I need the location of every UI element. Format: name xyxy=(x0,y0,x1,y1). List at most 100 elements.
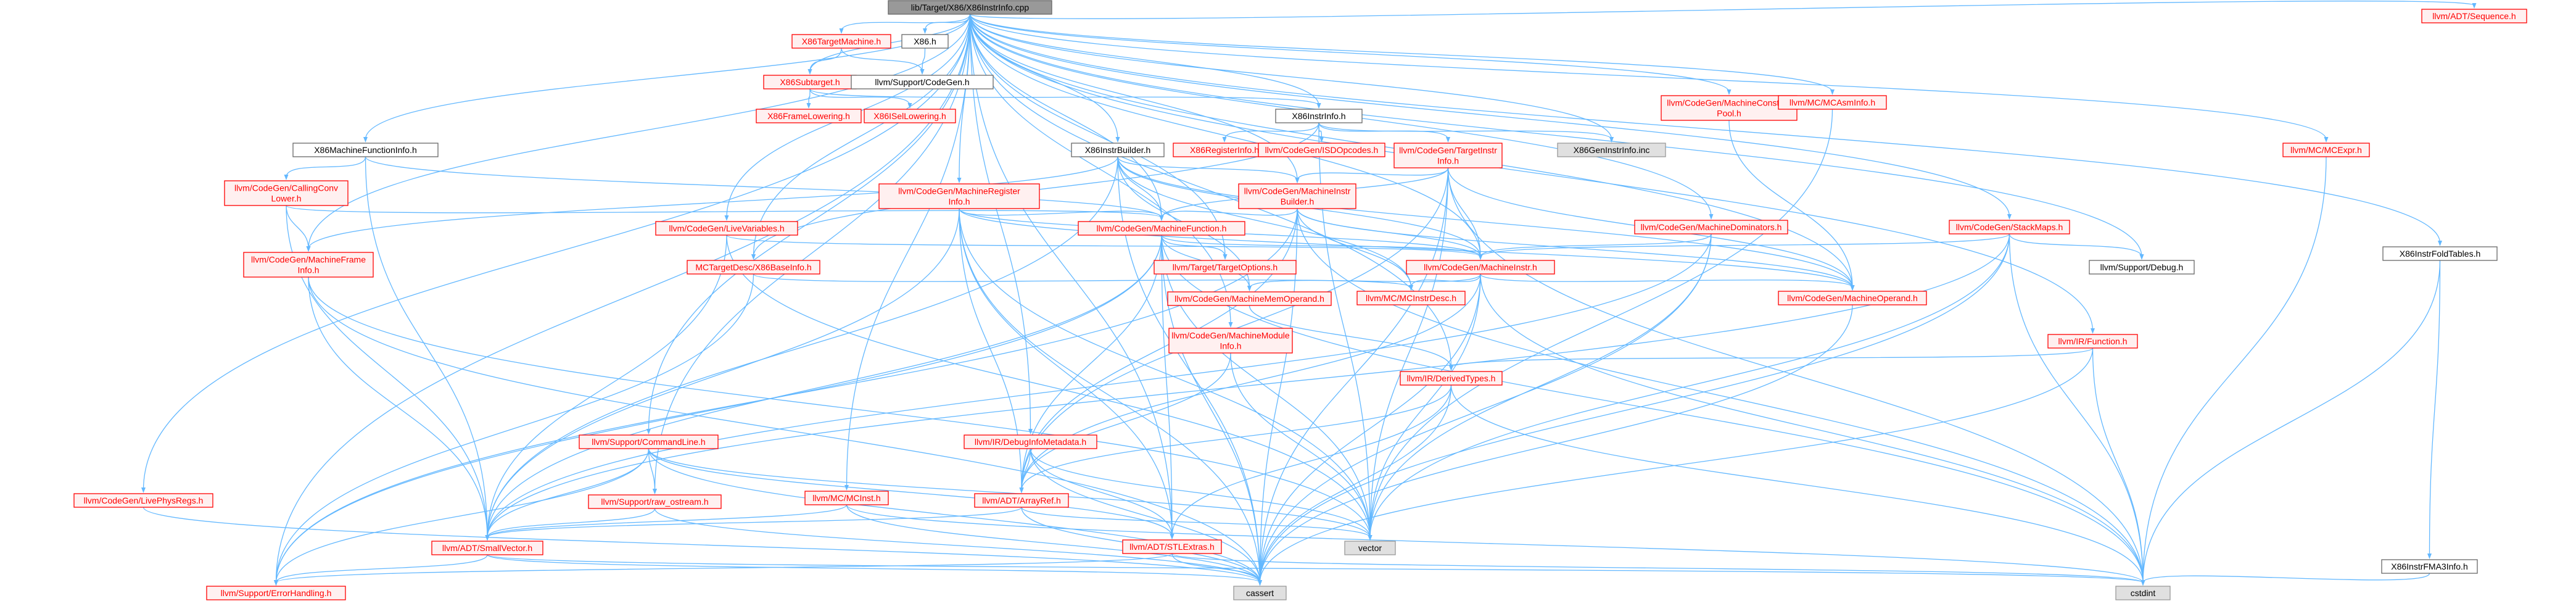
edge-foldtables-to-cstdint xyxy=(2140,260,2441,586)
edge-x86mfi-to-callingconvlower xyxy=(284,156,366,180)
node-mmemoperand[interactable]: llvm/CodeGen/MachineMemOperand.h xyxy=(1167,291,1332,306)
node-debuginfometadata[interactable]: llvm/IR/DebugInfoMetadata.h xyxy=(964,434,1097,449)
edge-root-to-x86baseinfo xyxy=(751,14,971,260)
edge-x86instrbuilder-to-machinefunction xyxy=(1117,156,1164,221)
node-stlextras-box xyxy=(1122,539,1222,554)
node-commandline[interactable]: llvm/Support/CommandLine.h xyxy=(579,434,719,449)
node-x86geninstrinfo-label: X86GenInstrInfo.inc xyxy=(1574,145,1650,155)
edge-machineinstr-to-mmemoperand xyxy=(1247,273,1481,291)
node-x86baseinfo[interactable]: MCTargetDesc/X86BaseInfo.h xyxy=(687,260,820,275)
node-x86isellowering-label: X86ISelLowering.h xyxy=(873,111,946,121)
node-mcasminfo[interactable]: llvm/MC/MCAsmInfo.h xyxy=(1778,95,1887,110)
node-machinefunction-label: llvm/CodeGen/MachineFunction.h xyxy=(1097,223,1227,233)
edge-machineinstr-to-moperand xyxy=(1480,273,1855,291)
node-x86subtarget[interactable]: X86Subtarget.h xyxy=(763,75,857,89)
node-smallvector[interactable]: llvm/ADT/SmallVector.h xyxy=(431,541,543,555)
node-errorhandling[interactable]: llvm/Support/ErrorHandling.h xyxy=(206,586,346,600)
node-x86h[interactable]: X86.h xyxy=(901,34,949,49)
edge-livevariables-to-smallvector xyxy=(485,234,727,541)
node-mcinstrdesc[interactable]: llvm/MC/MCInstrDesc.h xyxy=(1356,291,1466,305)
node-foldtables[interactable]: X86InstrFoldTables.h xyxy=(2382,246,2498,261)
node-mcinst[interactable]: llvm/MC/MCInst.h xyxy=(804,491,889,505)
node-x86registerinfo[interactable]: X86RegisterInfo.h xyxy=(1173,143,1276,157)
node-mibuilder-box xyxy=(1238,183,1356,209)
node-fma3info[interactable]: X86InstrFMA3Info.h xyxy=(2381,559,2478,574)
edge-machineinstr-to-vector xyxy=(1368,273,1481,541)
node-root[interactable]: lib/Target/X86/X86InstrInfo.cpp xyxy=(888,0,1052,15)
node-livevariables-box xyxy=(655,221,798,236)
node-mcasminfo-box xyxy=(1778,95,1887,110)
edge-callingconvlower-to-machinefunction xyxy=(286,205,1164,221)
node-irfunction[interactable]: llvm/IR/Function.h xyxy=(2047,334,2138,349)
edge-root-to-debuginfometadata xyxy=(969,14,1033,434)
node-x86instrbuilder[interactable]: X86InstrBuilder.h xyxy=(1071,143,1165,157)
node-stackmaps[interactable]: llvm/CodeGen/StackMaps.h xyxy=(1949,220,2070,234)
edge-commandline-to-vector xyxy=(648,448,1373,541)
edge-rawostream-to-smallvector xyxy=(485,508,656,541)
node-x86targetmachine[interactable]: X86TargetMachine.h xyxy=(791,34,891,49)
node-targetinstrinfo-box xyxy=(1393,143,1503,168)
node-isdopcodes[interactable]: llvm/CodeGen/ISDOpcodes.h xyxy=(1258,143,1385,157)
node-supportdebug[interactable]: llvm/Support/Debug.h xyxy=(2089,260,2195,275)
edge-x86h-to-supportcodegen xyxy=(920,48,926,75)
node-mcexpr[interactable]: llvm/MC/MCExpr.h xyxy=(2282,143,2370,157)
edge-machineinstr-to-cassert xyxy=(1258,273,1481,586)
node-errorhandling-box xyxy=(206,586,346,600)
node-x86isellowering[interactable]: X86ISelLowering.h xyxy=(864,109,956,123)
node-machineinstr[interactable]: llvm/CodeGen/MachineInstr.h xyxy=(1406,260,1555,275)
node-supportcodegen[interactable]: llvm/Support/CodeGen.h xyxy=(851,75,994,89)
node-livevariables[interactable]: llvm/CodeGen/LiveVariables.h xyxy=(655,221,798,236)
node-adtsequence[interactable]: llvm/ADT/Sequence.h xyxy=(2421,9,2527,23)
node-mmemoperand-box xyxy=(1167,291,1332,306)
edge-stlextras-to-errorhandling xyxy=(274,553,1173,586)
node-x86framelowering[interactable]: X86FrameLowering.h xyxy=(756,109,862,123)
node-errorhandling-label: llvm/Support/ErrorHandling.h xyxy=(221,588,332,598)
node-x86instrbuilder-box xyxy=(1071,143,1165,157)
edge-root-to-x86geninstrinfo xyxy=(969,14,1614,143)
node-machinefunction[interactable]: llvm/CodeGen/MachineFunction.h xyxy=(1078,221,1245,236)
edge-derivedtypes-to-stlextras xyxy=(1170,384,1452,539)
edge-x86instrbuilder-to-moperand xyxy=(1117,156,1855,291)
edge-machineinstr-to-mcinstrdesc xyxy=(1409,273,1481,291)
node-x86mfi[interactable]: X86MachineFunctionInfo.h xyxy=(292,143,439,157)
node-x86isellowering-box xyxy=(864,109,956,123)
edge-smallvector-to-errorhandling xyxy=(274,554,488,586)
node-x86targetmachine-box xyxy=(791,34,891,49)
node-rawostream[interactable]: llvm/Support/raw_ostream.h xyxy=(588,494,722,509)
edge-irfunction-to-cassert xyxy=(1258,347,2094,586)
node-x86instrinfoh[interactable]: X86InstrInfo.h xyxy=(1275,109,1363,123)
edge-root-to-derivedtypes xyxy=(969,14,1453,371)
edge-x86subtarget-to-x86instrinfoh xyxy=(809,88,1321,109)
edge-commandline-to-rawostream xyxy=(648,448,657,494)
node-stlextras-label: llvm/ADT/STLExtras.h xyxy=(1129,542,1215,552)
node-targetoptions[interactable]: llvm/Target/TargetOptions.h xyxy=(1154,260,1297,275)
node-livephysregs-box xyxy=(73,493,213,508)
node-mdominators[interactable]: llvm/CodeGen/MachineDominators.h xyxy=(1634,220,1788,234)
edge-mmoduleinfo-to-arrayref xyxy=(1019,352,1231,493)
edge-x86instrbuilder-to-cassert xyxy=(1117,156,1262,586)
edge-commandline-to-smallvector xyxy=(485,448,650,541)
node-mmemoperand-label: llvm/CodeGen/MachineMemOperand.h xyxy=(1174,294,1324,304)
edge-root-to-stackmaps xyxy=(969,14,2012,220)
edge-smallvector-to-cstdint xyxy=(487,554,2145,586)
node-stlextras[interactable]: llvm/ADT/STLExtras.h xyxy=(1122,539,1222,554)
node-arrayref[interactable]: llvm/ADT/ArrayRef.h xyxy=(974,493,1069,508)
node-derivedtypes[interactable]: llvm/IR/DerivedTypes.h xyxy=(1400,371,1503,386)
node-livephysregs[interactable]: llvm/CodeGen/LivePhysRegs.h xyxy=(73,493,213,508)
node-root-label: lib/Target/X86/X86InstrInfo.cpp xyxy=(911,2,1030,12)
edge-root-to-errorhandling xyxy=(274,14,971,586)
node-moperand[interactable]: llvm/CodeGen/MachineOperand.h xyxy=(1778,291,1927,305)
edge-root-to-x86targetmachine xyxy=(839,14,971,34)
edge-x86instrbuilder-to-mcinstrdesc xyxy=(1117,156,1413,291)
edge-smallvector-to-cassert xyxy=(487,554,1262,586)
node-mdominators-box xyxy=(1634,220,1788,234)
edge-machinefunction-to-targetoptions xyxy=(1161,234,1228,260)
node-debuginfometadata-box xyxy=(964,434,1097,449)
